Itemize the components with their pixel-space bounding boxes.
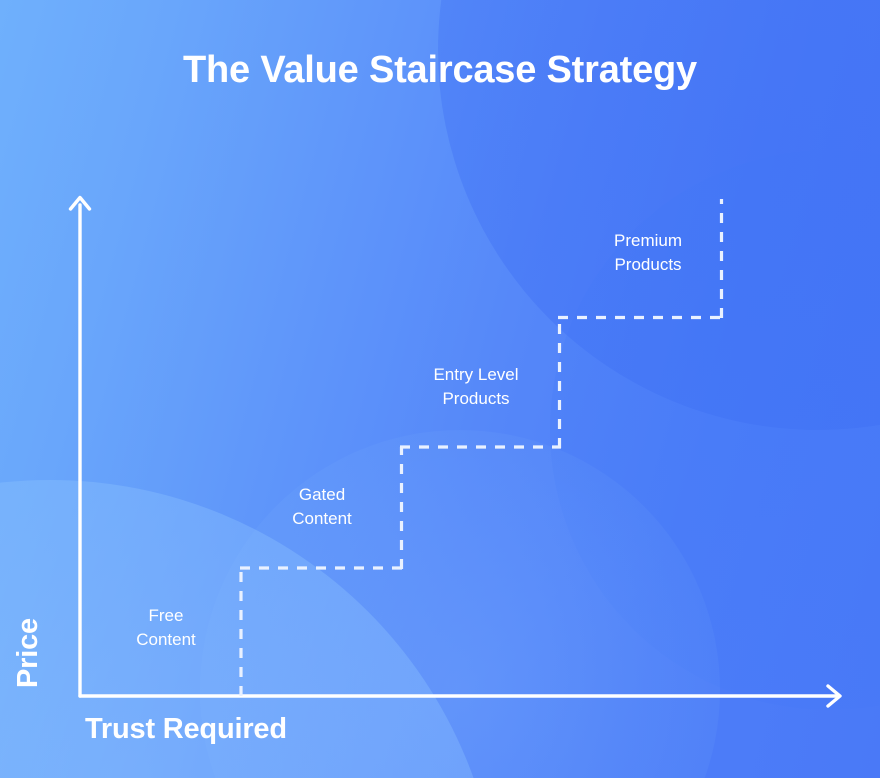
step-label-entry-level-products: Entry Level Products	[433, 365, 519, 409]
staircase-dashed-path	[239, 199, 724, 696]
step-label-gated-content: Gated Content	[292, 485, 352, 529]
y-axis	[68, 195, 92, 698]
step-label-premium-products: Premium Products	[613, 231, 682, 275]
page-title: The Value Staircase Strategy	[183, 49, 697, 91]
y-axis-title: Price	[12, 618, 44, 688]
x-axis-title: Trust Required	[85, 713, 287, 745]
x-axis	[78, 684, 842, 708]
step-label-free-content: Free Content	[136, 606, 196, 650]
